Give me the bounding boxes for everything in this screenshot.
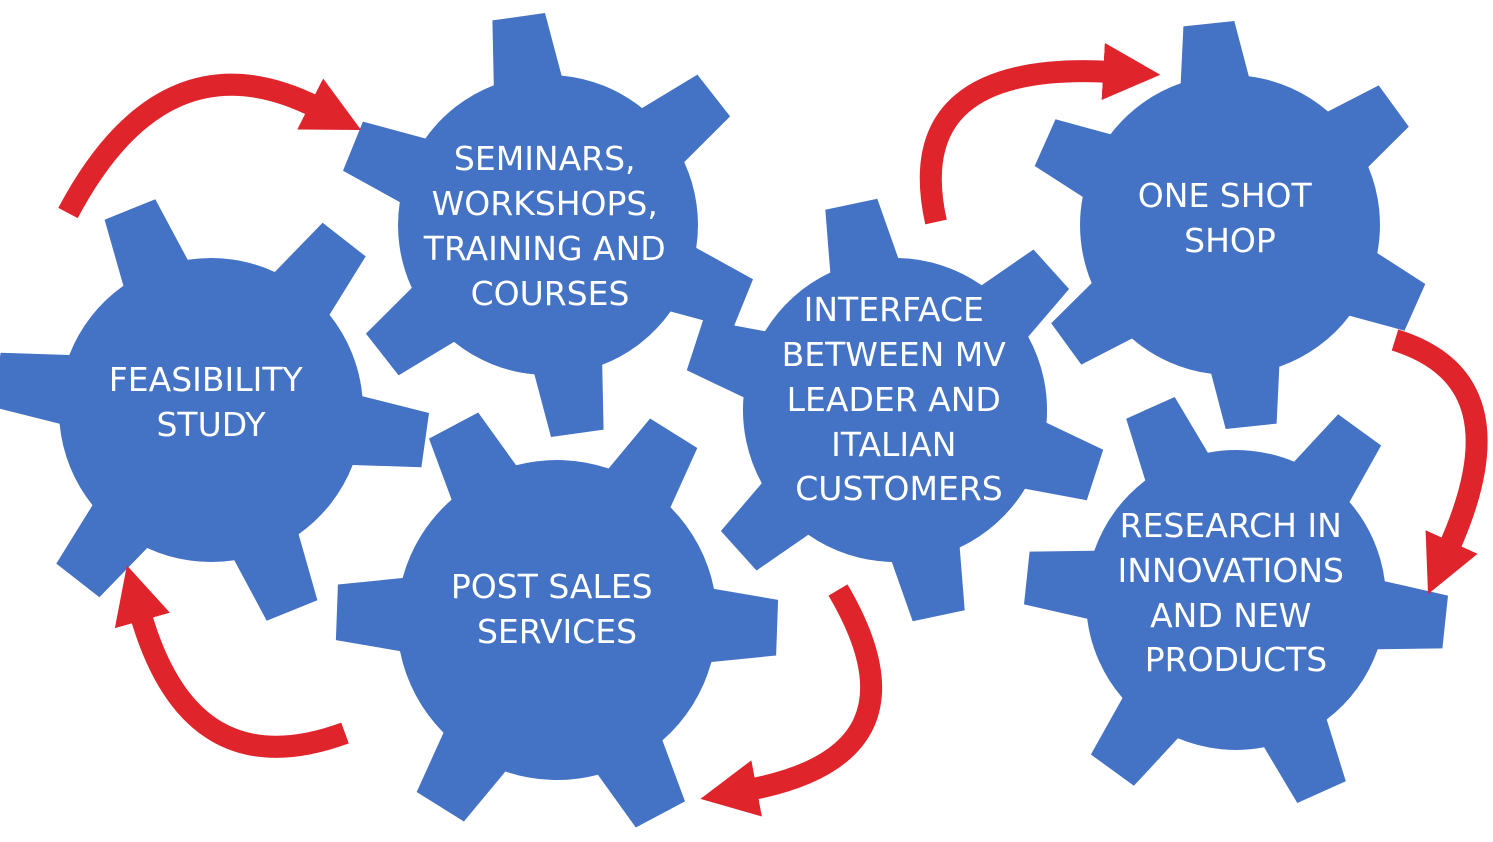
label-post-sales-line-2: SERVICES — [477, 612, 637, 651]
label-post-sales: POST SALES SERVICES — [451, 567, 663, 651]
label-research-line-3: AND NEW — [1150, 596, 1311, 635]
label-one-shot-line-1: ONE SHOT — [1138, 176, 1313, 215]
label-seminars-line-3: TRAINING AND — [423, 229, 666, 268]
label-research: RESEARCH IN INNOVATIONS AND NEW PRODUCTS — [1118, 506, 1355, 679]
label-interface-line-2: BETWEEN MV — [782, 335, 1007, 374]
label-research-line-2: INNOVATIONS — [1118, 551, 1344, 590]
label-interface-line-1: INTERFACE — [804, 290, 984, 329]
label-one-shot: ONE SHOT SHOP — [1138, 176, 1322, 260]
label-post-sales-line-1: POST SALES — [451, 567, 653, 606]
label-interface-line-5: CUSTOMERS — [795, 469, 1002, 508]
label-feasibility: FEASIBILITY STUDY — [109, 360, 313, 444]
label-interface: INTERFACE BETWEEN MV LEADER AND ITALIAN … — [782, 290, 1017, 508]
arrow-interface-to-one-shot — [919, 42, 1161, 225]
label-interface-line-3: LEADER AND — [787, 380, 1001, 419]
label-seminars: SEMINARS, WORKSHOPS, TRAINING AND COURSE… — [423, 139, 676, 313]
label-seminars-line-2: WORKSHOPS, — [432, 184, 658, 223]
gears-layer — [0, 13, 1448, 828]
label-feasibility-line-1: FEASIBILITY — [109, 360, 304, 399]
label-research-line-4: PRODUCTS — [1145, 640, 1328, 679]
gear-interface — [686, 198, 1104, 622]
label-interface-line-4: ITALIAN — [831, 425, 956, 464]
arrow-interface-to-post-sales — [700, 584, 882, 817]
label-seminars-line-4: COURSES — [471, 274, 630, 313]
gear-feasibility — [0, 199, 429, 621]
arrow-post-sales-to-feasibility — [114, 565, 349, 758]
gear-research — [1024, 397, 1448, 803]
gear-one-shot — [1034, 21, 1426, 429]
gear-seminars — [343, 13, 753, 437]
label-feasibility-line-2: STUDY — [156, 405, 266, 444]
labels-layer: FEASIBILITY STUDY SEMINARS, WORKSHOPS, T… — [109, 139, 1355, 679]
arrow-one-shot-to-research — [1391, 329, 1488, 595]
label-research-line-1: RESEARCH IN — [1120, 506, 1342, 545]
gear-post-sales — [335, 412, 779, 828]
label-seminars-line-1: SEMINARS, — [454, 139, 636, 178]
label-one-shot-line-2: SHOP — [1184, 221, 1276, 260]
arrows-layer — [58, 42, 1488, 817]
arrow-feasibility-to-seminars — [58, 73, 362, 219]
